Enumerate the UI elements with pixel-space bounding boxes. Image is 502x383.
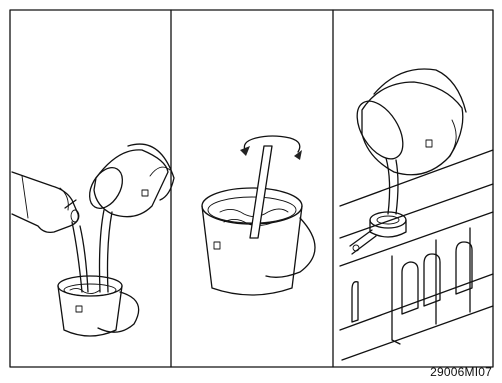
receiving-bucket-icon [58,276,139,336]
panel-pour-liquids [12,144,174,336]
machine-body [340,150,493,360]
panel-pour-into-neck [340,69,493,360]
panel-stir-mixture [202,136,315,295]
container-icon [12,172,79,232]
pouring-pail-icon [83,144,174,217]
tilted-pail-icon [348,69,466,175]
figure-code: 29006MI07 [430,365,492,379]
liquid-streams [72,210,112,292]
